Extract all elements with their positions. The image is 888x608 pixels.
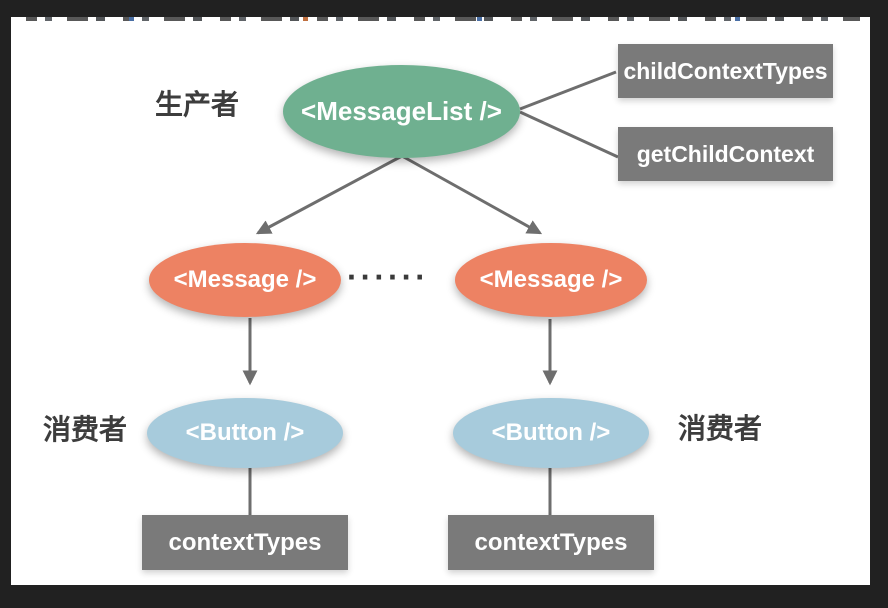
contexttypes-box-right-label: contextTypes [474,528,628,556]
consumer-label-left: 消费者 [43,414,128,445]
cropped-text-speck [129,17,134,21]
childcontexttypes-box: childContextTypes [618,44,833,98]
cropped-text-speck [735,17,740,21]
contexttypes-box-left: contextTypes [142,515,348,570]
getchildcontext-box: getChildContext [618,127,833,181]
ellipsis-dots: ······ [347,259,429,295]
producer-label: 生产者 [155,89,240,120]
line-root-to-getchildcontext [519,110,619,159]
message-node-right: <Message /> [455,243,647,317]
button-node-left: <Button /> [147,398,343,468]
arrow-root-to-message-left [255,154,403,235]
message-node-left-label: <Message /> [173,266,317,293]
message-node-right-label: <Message /> [479,266,623,293]
cropped-text-speck [477,17,482,21]
consumer-label-right: 消费者 [678,413,763,444]
cropped-text-speck [303,17,308,21]
messagelist-node-label: <MessageList /> [301,96,502,126]
line-root-to-childcontexttypes [519,70,617,111]
button-node-left-label: <Button /> [185,419,305,446]
getchildcontext-box-label: getChildContext [636,140,815,167]
message-node-left: <Message /> [149,243,341,317]
button-node-right: <Button /> [453,398,649,468]
messagelist-node: <MessageList /> [283,65,520,158]
cropped-text-strip [26,17,860,21]
contexttypes-box-left-label: contextTypes [168,528,322,556]
diagram-canvas: 生产者 消费者 消费者 <MessageList /> <Message /> … [11,17,870,585]
arrow-root-to-message-right [401,154,543,235]
button-node-right-label: <Button /> [491,419,611,446]
childcontexttypes-box-label: childContextTypes [623,57,828,84]
contexttypes-box-right: contextTypes [448,515,654,570]
